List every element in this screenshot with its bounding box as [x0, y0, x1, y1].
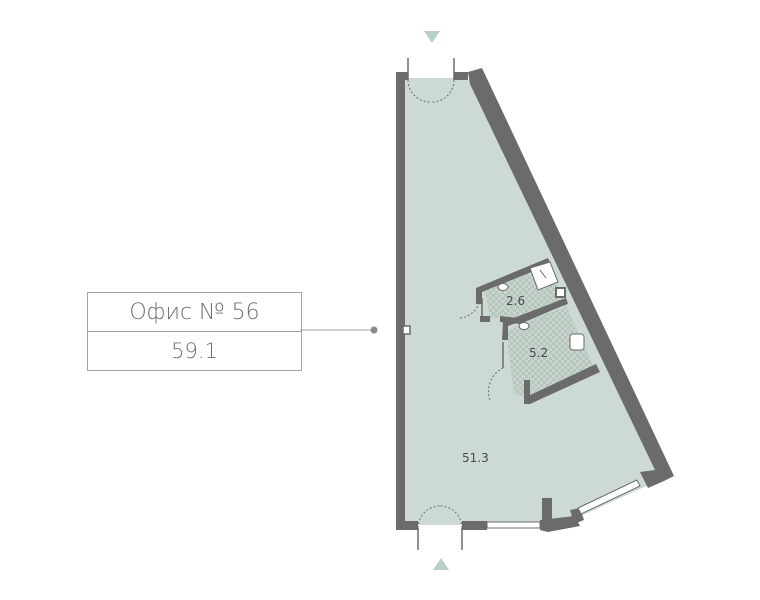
leader-dot [370, 326, 378, 334]
unit-title: Офис № 56 [87, 292, 302, 332]
room-area-main: 51.3 [462, 451, 489, 465]
entrance-arrow-bottom-icon [433, 558, 449, 570]
outer-walls [396, 68, 674, 532]
toilet-icon [497, 283, 530, 330]
unit-total-area: 59.1 [87, 332, 302, 371]
bathroom-2-floor [508, 306, 594, 398]
sink-icon [569, 333, 585, 351]
door-leaves [407, 58, 504, 550]
room-area-bath-2: 5.2 [529, 346, 548, 360]
shower-icon [529, 261, 559, 291]
door-swings [407, 79, 504, 529]
column-marker [402, 325, 411, 335]
entrance-arrow-top-icon [424, 31, 440, 43]
room-area-bath-1: 2.6 [506, 294, 525, 308]
windows [486, 479, 641, 529]
